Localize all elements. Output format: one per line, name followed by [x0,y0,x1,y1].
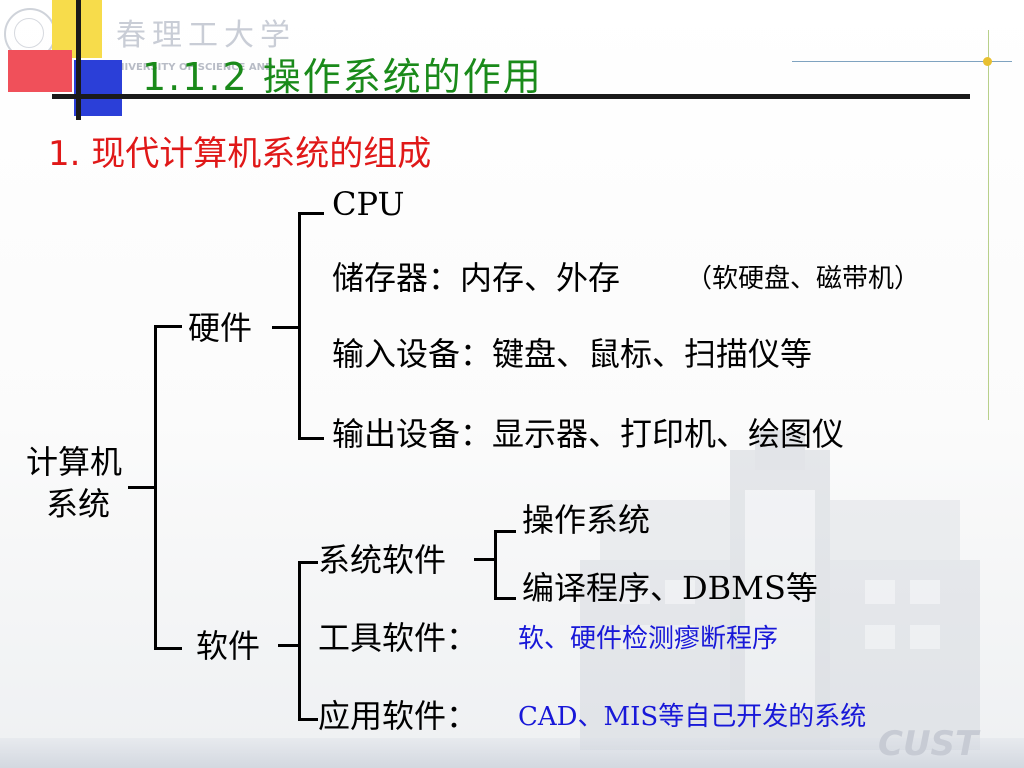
section-subtitle: 1. 现代计算机系统的组成 [48,134,432,174]
bottom-decor-band [0,738,1024,768]
hardware-item-cpu: CPU [332,185,405,223]
brand-logo-text: CUST [878,724,979,764]
university-seal-inner-ring [14,18,44,48]
hardware-label: 硬件 [188,309,253,347]
hardware-item-storage-note: （软硬盘、磁带机） [686,264,921,294]
system-software-label: 系统软件 [318,541,447,579]
hardware-bracket-vertical [298,212,301,440]
university-name-english: UNIVERSITY OF SCIENCE AND [108,62,274,73]
logo-square-blue [74,60,122,116]
university-name-chinese: 春理工大学 [116,18,296,53]
app-software-label: 应用软件： [318,697,479,735]
logo-square-red [8,50,72,92]
root-bracket-vertical [154,325,157,650]
hardware-connector [272,326,300,329]
software-connector [278,644,300,647]
decor-dot [983,57,992,66]
software-bracket-vertical [298,561,301,721]
hardware-bracket-top [298,212,324,215]
campus-building-background [580,430,980,750]
title-underline [52,94,970,99]
root-label-line1: 计算机 [26,443,123,481]
hardware-item-input: 输入设备：键盘、鼠标、扫描仪等 [332,335,813,373]
software-label: 软件 [196,627,261,665]
root-label-line2: 系统 [46,485,111,523]
tool-software-note: 软、硬件检测瘳断程序 [518,624,779,654]
system-software-bracket-vertical [494,530,497,600]
logo-vertical-line [76,0,81,120]
system-software-item-compiler: 编译程序、DBMS等 [522,569,818,607]
software-bracket-top [298,561,318,564]
software-bracket-bottom [298,718,318,721]
app-software-note: CAD、MIS等自己开发的系统 [518,702,867,732]
system-software-bracket-bottom [494,597,516,600]
system-software-item-os: 操作系统 [522,501,651,539]
decor-vertical-line [988,30,989,420]
root-bracket-top [154,325,182,328]
system-software-bracket-top [494,530,516,533]
hardware-bracket-bottom [298,437,324,440]
system-software-connector [474,558,496,561]
hardware-item-output: 输出设备：显示器、打印机、绘图仪 [332,415,845,453]
root-connector [128,486,156,489]
root-bracket-bottom [154,647,182,650]
tool-software-label: 工具软件： [318,619,479,657]
decor-horizontal-line [792,61,1012,62]
hardware-item-storage: 储存器：内存、外存 [332,259,621,297]
slide-title: 1.1.2 操作系统的作用 [142,55,543,99]
